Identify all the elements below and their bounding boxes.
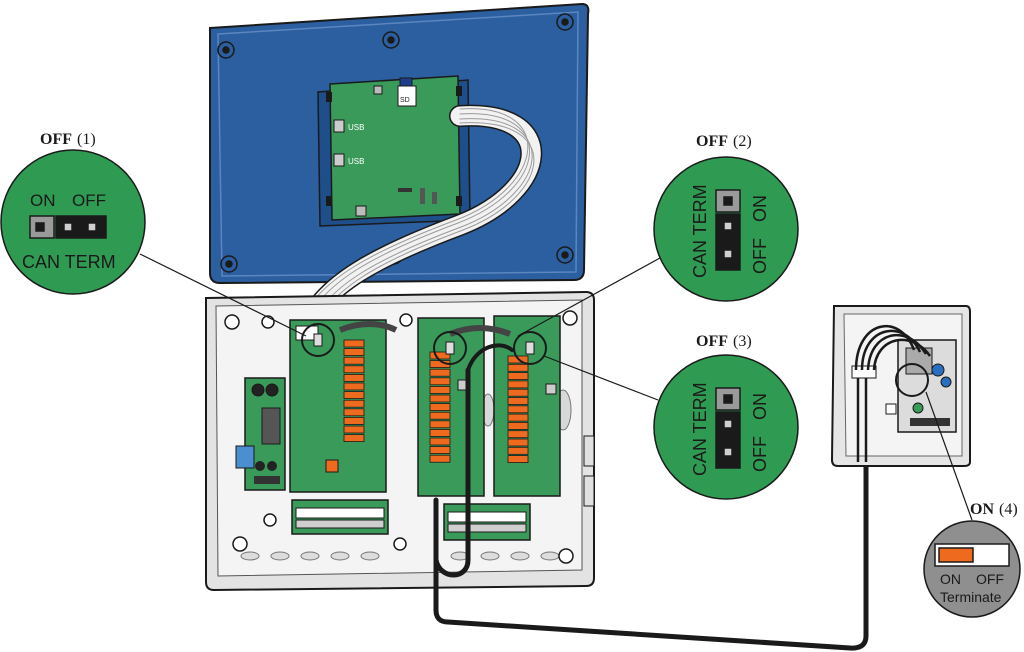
relay xyxy=(343,399,365,408)
can-bus-cable xyxy=(433,343,869,651)
usb-label-top: USB xyxy=(348,123,364,132)
relay xyxy=(429,394,451,403)
callout-2-label: CAN TERM xyxy=(690,184,710,278)
callout-1: OFF(1) ON OFF CAN TERM xyxy=(0,131,146,295)
relay xyxy=(507,388,529,397)
relay xyxy=(343,408,365,417)
callout-3-label: CAN TERM xyxy=(690,382,710,476)
relay xyxy=(507,363,529,372)
leader-lines xyxy=(139,253,973,521)
callout-4: ON(4) ON OFF Terminate xyxy=(923,501,1021,618)
usb-label-bottom: USB xyxy=(348,157,364,166)
jumper-highlight-3 xyxy=(513,331,547,365)
relay xyxy=(429,385,451,394)
relay xyxy=(343,416,365,425)
terminal-block xyxy=(443,503,531,541)
relay xyxy=(429,377,451,386)
relay xyxy=(429,437,451,446)
callout-4-off-label: OFF xyxy=(976,571,1004,587)
relay xyxy=(429,351,451,360)
callout-4-on-label: ON xyxy=(940,571,961,587)
mounting-screw xyxy=(224,310,578,564)
relay xyxy=(343,365,365,374)
relay xyxy=(507,446,529,455)
relay xyxy=(507,455,529,464)
dip-switch xyxy=(934,543,1010,567)
relay xyxy=(429,403,451,412)
relay xyxy=(429,368,451,377)
cable-knockouts xyxy=(240,551,560,561)
relay xyxy=(343,356,365,365)
callout-1-off-label: OFF xyxy=(72,191,106,210)
jumper-header-2 xyxy=(715,189,741,271)
relay xyxy=(507,438,529,447)
terminal-block xyxy=(291,499,389,535)
relay xyxy=(343,373,365,382)
relay xyxy=(507,421,529,430)
ribbon-cable xyxy=(295,104,543,341)
relay xyxy=(343,391,365,400)
relay xyxy=(507,405,529,414)
callout-2-state: OFF(2) xyxy=(696,133,752,150)
relay-board-1 xyxy=(289,319,398,493)
power-supply-board xyxy=(235,377,286,491)
relay xyxy=(507,413,529,422)
relay xyxy=(343,382,365,391)
relay xyxy=(507,380,529,389)
display-pcb xyxy=(329,75,461,221)
relay xyxy=(507,430,529,439)
callout-3-state: OFF(3) xyxy=(696,333,752,350)
callout-3-on-label: ON xyxy=(750,393,770,420)
callout-2-on-label: ON xyxy=(750,195,770,222)
main-enclosure xyxy=(205,290,595,592)
callout-1-state: OFF(1) xyxy=(40,131,96,148)
relay xyxy=(507,397,529,405)
relay xyxy=(429,420,451,429)
jumper-highlight-2 xyxy=(433,331,467,365)
usb-port xyxy=(333,119,345,133)
relay xyxy=(507,372,529,381)
jumper-header-1 xyxy=(29,215,107,239)
relay xyxy=(429,454,451,463)
callout-1-label: CAN TERM xyxy=(22,252,116,272)
relay xyxy=(429,446,451,455)
relay xyxy=(343,434,365,443)
relay xyxy=(429,411,451,420)
jumper-highlight-4 xyxy=(895,363,929,397)
usb-port xyxy=(333,153,345,167)
callout-2-off-label: OFF xyxy=(750,238,770,274)
sd-label: SD xyxy=(400,97,410,104)
callout-3-off-label: OFF xyxy=(750,436,770,472)
jumper-highlight-1 xyxy=(301,323,335,357)
callout-1-on-label: ON xyxy=(30,191,56,210)
relay xyxy=(343,348,365,357)
relay xyxy=(343,339,365,348)
callout-3: OFF(3) CAN TERM OFF ON xyxy=(653,333,799,500)
relay xyxy=(343,425,365,434)
remote-enclosure xyxy=(830,305,971,467)
callout-2: OFF(2) CAN TERM OFF ON xyxy=(653,133,799,302)
callout-4-label: Terminate xyxy=(940,589,1002,605)
callout-4-state: ON(4) xyxy=(970,501,1018,518)
relay xyxy=(429,428,451,437)
jumper-header-3 xyxy=(715,387,741,469)
